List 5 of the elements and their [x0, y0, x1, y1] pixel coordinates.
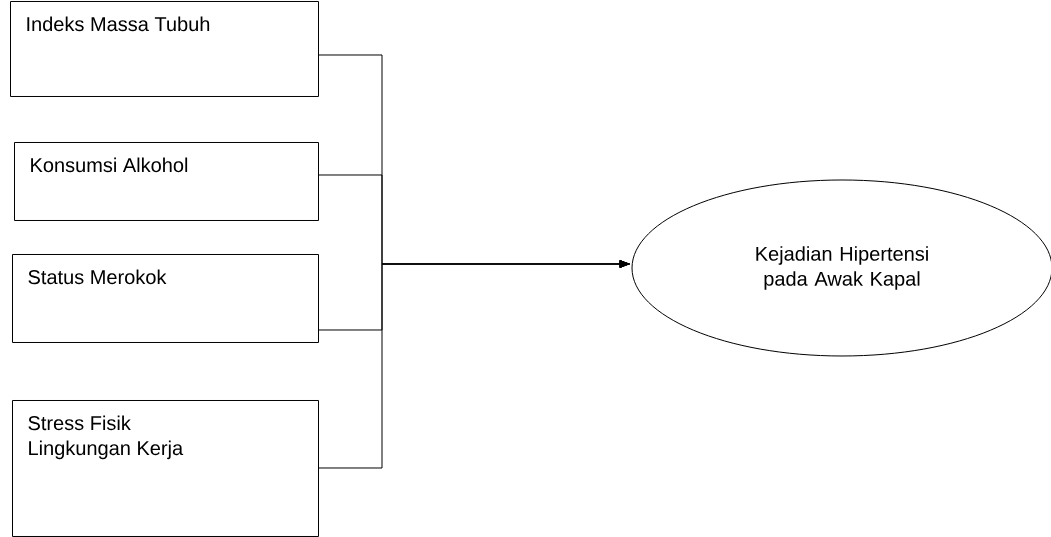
text-box: Status Merokok [12, 254, 319, 343]
text-box: Stress Fisik Lingkungan Kerja [12, 400, 319, 537]
text-box: Konsumsi Alkohol [14, 142, 319, 221]
text-box: Indeks Massa Tubuh [10, 1, 319, 97]
arrow [318, 259, 630, 469]
